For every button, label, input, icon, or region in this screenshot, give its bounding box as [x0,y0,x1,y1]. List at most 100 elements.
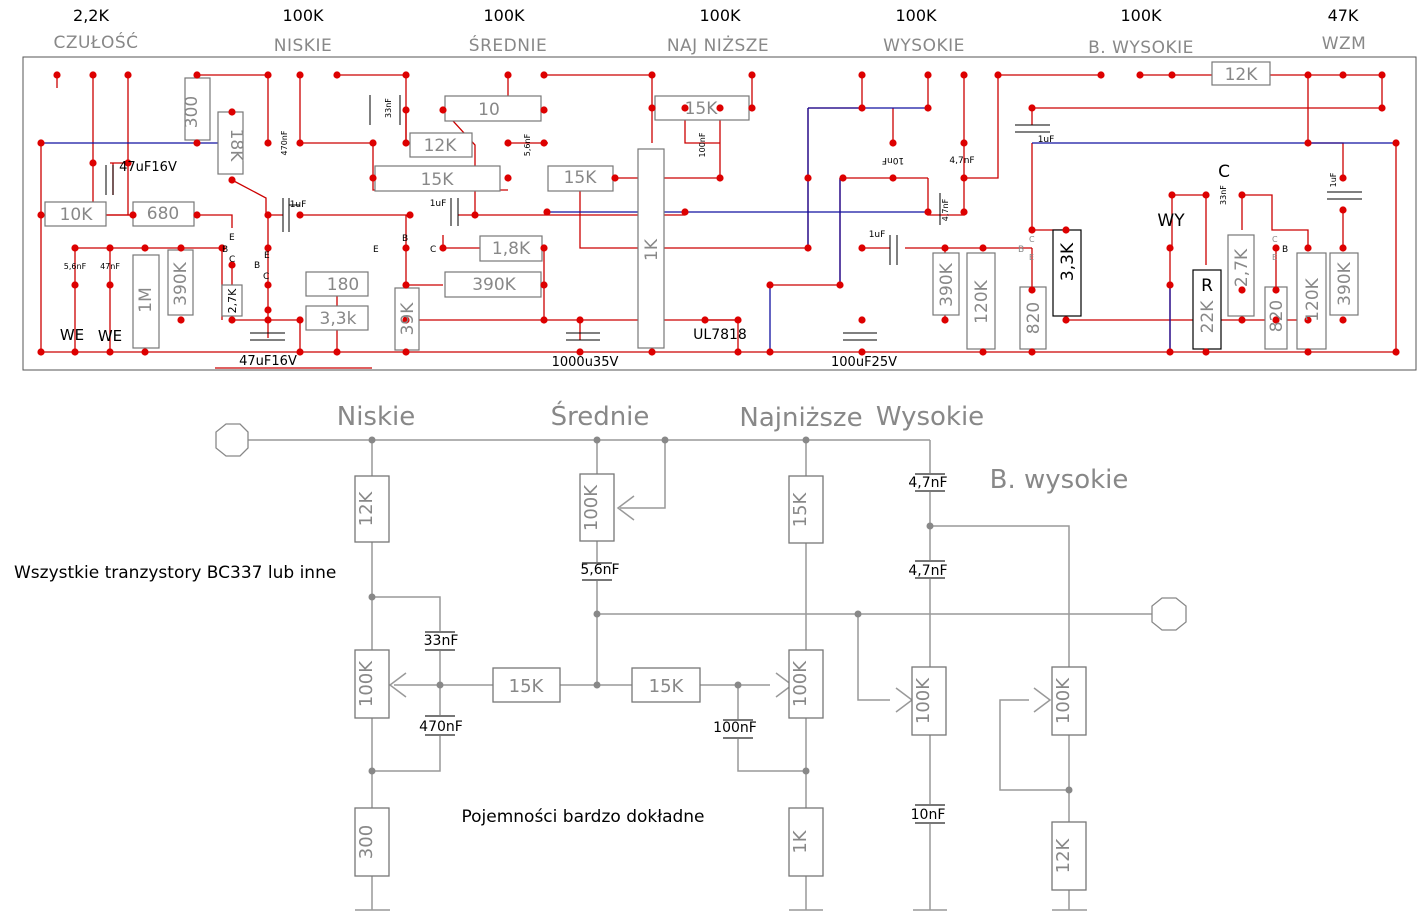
schematic-junctions [368,436,1073,794]
label-s300: 300 [356,825,377,859]
solder-pad [504,174,512,182]
solder-pad [37,348,45,356]
pot-name-wysokie: WYSOKIE [883,36,965,56]
resistor-390k-d [1329,252,1359,316]
solder-pad [858,348,866,356]
solder-pad [1272,286,1280,294]
label-c4-7nf-a: 4,7nF [949,156,974,166]
solder-pad [924,208,932,216]
label-s100nf: 100nF [713,720,757,736]
note-transistors: Wszystkie tranzystory BC337 lub inne [14,563,336,583]
output-terminal [1151,597,1187,631]
solder-pad [994,71,1002,79]
solder-pad [333,71,341,79]
resistor-1m [132,254,160,349]
label-s15k-c: 15K [790,491,811,527]
solder-pad [264,306,272,314]
schematic-wires [248,439,1152,911]
label-pin-b-5: B [1282,245,1288,255]
label-c1uf-a: 1uF [290,200,307,210]
solder-pad [960,208,968,216]
label-r820-b: 820 [1267,300,1287,332]
solder-pad [716,104,724,112]
solder-pad [37,211,45,219]
label-s470nf: 470nF [419,719,463,735]
solder-pad [1304,139,1312,147]
solder-pad [1028,286,1036,294]
solder-pad [193,139,201,147]
label-s12k: 12K [356,490,377,526]
solder-pad [1378,104,1386,112]
solder-pad [471,211,479,219]
solder-pad [1339,206,1347,214]
solder-pad [402,106,410,114]
solder-pad [960,139,968,147]
label-r180: 180 [327,275,359,295]
pot-headers: 2,2K CZUŁOŚĆ 100K NISKIE 100K ŚREDNIE 10… [53,6,1365,58]
label-c470nf: 470nF [280,130,289,155]
solder-pad [836,281,844,289]
solder-pad [611,174,619,182]
solder-pad [1304,71,1312,79]
solder-pad [766,348,774,356]
solder-pad [177,316,185,324]
solder-pad [228,316,236,324]
solder-pad [858,316,866,324]
label-r680: 680 [147,204,179,224]
label-pin-c-1: C [229,255,235,265]
solder-pad [264,316,272,324]
label-r3-3k-b: 3,3K [1058,242,1078,281]
solder-pad [839,174,847,182]
label-pin-e-4: E [1029,253,1034,262]
terminals [215,423,1187,631]
label-pin-c-2: C [263,272,269,282]
label-r18k: 18K [226,129,246,163]
label-pin-b-1: B [222,245,228,255]
solder-pad [402,139,410,147]
solder-pad [402,348,410,356]
label-c1uf-d: 1uF [1038,135,1055,145]
solder-pad [804,174,812,182]
solder-pad [1136,71,1144,79]
label-s15k-b: 15K [649,676,685,697]
solder-pad [504,71,512,79]
label-r2-7k-b: 2,7K [1232,248,1252,287]
pot-name-srednie: ŚREDNIE [469,34,547,56]
label-c-big: C [1218,162,1230,182]
solder-pad [264,139,272,147]
solder-pad [540,106,548,114]
solder-pad [402,281,410,289]
solder-pad [1168,191,1176,199]
pot-value-niskie: 100K [282,6,324,25]
solder-pad [1238,316,1246,324]
solder-pad [1238,286,1246,294]
solder-pad [748,71,756,79]
label-c5-6nf-b: 5,6nF [523,133,532,156]
label-s4-7nf-b: 4,7nF [908,563,947,579]
pcb-board: 300 18K 10K 680 1M 390K 2,7K 180 3,3k 39… [22,56,1417,371]
label-s12k-b: 12K [1053,837,1074,873]
pot-value-najnizsze: 100K [699,6,741,25]
tone-schematic: Niskie Średnie Najniższe Wysokie B. wyso… [14,400,1187,911]
label-pin-b-4: B [1018,245,1024,255]
label-r12k-a: 12K [424,136,458,156]
label-we-2: WE [98,327,122,345]
solder-pad [1339,71,1347,79]
label-r-mark: R [1201,276,1213,296]
solder-pad [296,139,304,147]
solder-pad [1238,191,1246,199]
solder-pad [439,244,447,252]
pot-value-b-wysokie: 100K [1120,6,1162,25]
solder-pad [1166,281,1174,289]
pot-name-niskie: NISKIE [274,36,332,56]
resistor-120k-b [1296,252,1327,350]
note-capacitors: Pojemności bardzo dokładne [461,807,704,827]
label-pin-c-4: C [1029,235,1035,244]
label-c5-6nf: 5,6nF [64,262,87,271]
label-c1uf-e: 1uF [1329,172,1338,187]
resistor-180 [305,271,369,297]
solder-pad [504,139,512,147]
solder-pad [71,281,79,289]
solder-pad [540,71,548,79]
label-regulator: UL7818 [693,327,747,343]
